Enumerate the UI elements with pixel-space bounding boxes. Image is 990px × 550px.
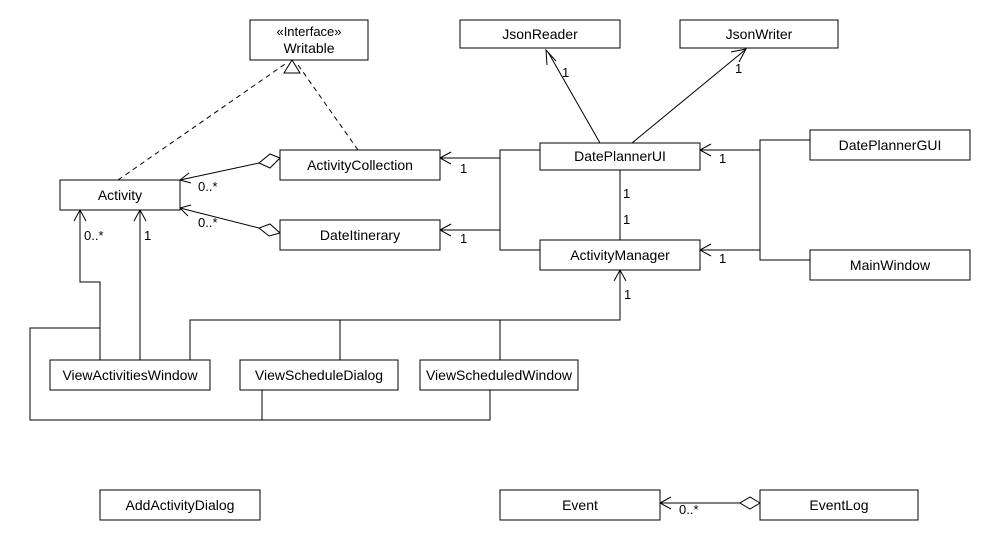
class-activity-manager[interactable]: ActivityManager	[539, 239, 701, 271]
arrowhead-jsonreader	[545, 48, 557, 66]
date-planner-gui-name: DatePlannerGUI	[839, 137, 942, 153]
view-schedule-dialog-name: ViewScheduleDialog	[255, 367, 383, 383]
main-window-name: MainWindow	[850, 257, 931, 273]
class-date-itinerary[interactable]: DateItinerary	[279, 219, 441, 251]
activity-manager-name: ActivityManager	[570, 247, 670, 263]
mult-ui-manager-bottom: 1	[623, 212, 630, 227]
class-writable[interactable]: «Interface» Writable	[249, 19, 369, 61]
writable-name: Writable	[283, 40, 334, 56]
activity-name: Activity	[98, 187, 142, 203]
writable-stereotype: «Interface»	[276, 24, 341, 39]
assoc-views-manager	[189, 270, 621, 360]
aggregation-diamond-collection	[258, 153, 281, 169]
realization-activity-writable	[117, 61, 289, 181]
class-activity-collection[interactable]: ActivityCollection	[279, 149, 441, 181]
date-itinerary-name: DateItinerary	[320, 227, 400, 243]
class-date-planner-gui[interactable]: DatePlannerGUI	[809, 129, 971, 161]
mult-ui-collection: 1	[460, 161, 467, 176]
mult-ui-jsonreader: 1	[562, 65, 569, 80]
aggregation-collection-activity	[179, 162, 260, 181]
mult-eventlog-event: 0..*	[679, 502, 699, 517]
event-log-name: EventLog	[809, 497, 868, 513]
class-json-reader[interactable]: JsonReader	[459, 19, 621, 49]
class-main-window[interactable]: MainWindow	[809, 249, 971, 281]
mult-gui-ui: 1	[719, 151, 726, 166]
class-view-activities-window[interactable]: ViewActivitiesWindow	[49, 359, 211, 391]
json-reader-name: JsonReader	[502, 26, 578, 42]
assoc-views-activity-many	[29, 210, 101, 360]
activity-collection-name: ActivityCollection	[307, 157, 413, 173]
bus-bottom	[29, 360, 491, 421]
aggregation-itinerary-activity	[179, 207, 260, 229]
event-name: Event	[562, 497, 598, 513]
arrowhead-jsonwriter	[730, 48, 747, 63]
connector-ui-manager-bracket	[499, 149, 540, 251]
class-view-scheduled-window[interactable]: ViewScheduledWindow	[419, 359, 579, 391]
assoc-ui-jsonreader	[547, 51, 601, 144]
realization-triangle	[283, 59, 301, 74]
mult-views-activity-many: 0..*	[84, 228, 104, 243]
mult-views-activity-one: 1	[144, 228, 151, 243]
class-event-log[interactable]: EventLog	[759, 489, 919, 521]
class-add-activity-dialog[interactable]: AddActivityDialog	[99, 489, 261, 521]
add-activity-dialog-name: AddActivityDialog	[126, 497, 235, 513]
class-activity[interactable]: Activity	[59, 179, 181, 211]
class-date-planner-ui[interactable]: DatePlannerUI	[539, 142, 701, 171]
view-activities-window-name: ViewActivitiesWindow	[62, 367, 198, 383]
date-planner-ui-name: DatePlannerUI	[574, 148, 666, 164]
mult-views-manager: 1	[624, 287, 631, 302]
mult-ui-itinerary: 1	[460, 231, 467, 246]
assoc-ui-jsonwriter	[631, 49, 746, 144]
connector-gui-main-bracket	[759, 139, 810, 261]
class-event[interactable]: Event	[499, 489, 661, 521]
class-json-writer[interactable]: JsonWriter	[679, 19, 839, 49]
mult-itinerary-activity: 0..*	[198, 215, 218, 230]
mult-collection-activity: 0..*	[198, 179, 218, 194]
realization-collection-writable	[295, 61, 359, 151]
mult-main-manager: 1	[719, 251, 726, 266]
aggregation-diamond-eventlog	[739, 496, 761, 510]
mult-ui-manager-top: 1	[623, 186, 630, 201]
class-view-schedule-dialog[interactable]: ViewScheduleDialog	[239, 359, 399, 391]
aggregation-diamond-itinerary	[257, 223, 282, 237]
json-writer-name: JsonWriter	[726, 26, 793, 42]
mult-ui-jsonwriter: 1	[735, 61, 742, 76]
view-scheduled-window-name: ViewScheduledWindow	[426, 367, 573, 383]
